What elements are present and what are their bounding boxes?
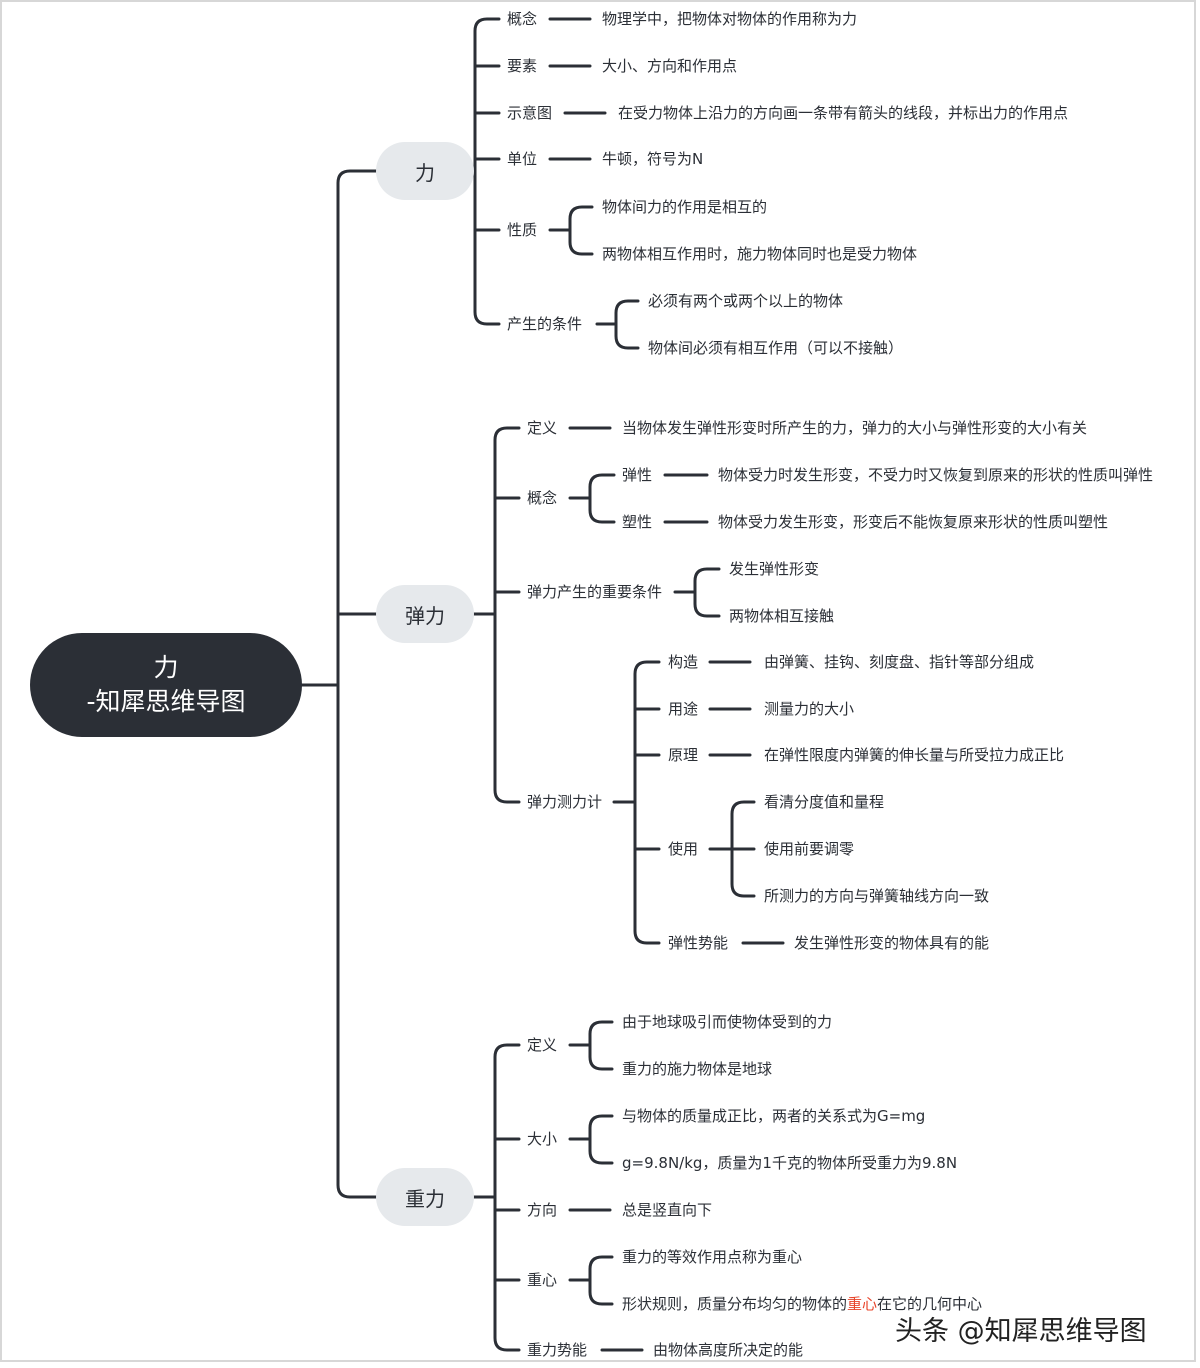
meter-label[interactable]: 弹力测力计 <box>527 793 603 811</box>
force-unit-text[interactable]: 牛顿，符号为N <box>602 150 704 168</box>
elasticity-text[interactable]: 物体受力时发生形变，不受力时又恢复到原来的形状的性质叫弹性 <box>718 466 1154 484</box>
gravity-trunk <box>493 1043 521 1352</box>
watermark: 头条 @知犀思维导图 <box>895 1316 1147 1347</box>
meter-usage-item[interactable]: 使用前要调零 <box>764 840 855 858</box>
force-elements-label[interactable]: 要素 <box>507 57 538 75</box>
meter-purpose-label[interactable]: 用途 <box>668 700 699 718</box>
elasticity-label[interactable]: 弹性 <box>622 466 653 484</box>
force-unit-label[interactable]: 单位 <box>507 150 538 168</box>
meter-principle-text[interactable]: 在弹性限度内弹簧的伸长量与所受拉力成正比 <box>764 746 1065 764</box>
elastic-conditions-label[interactable]: 弹力产生的重要条件 <box>527 583 663 601</box>
gravity-size-item[interactable]: 与物体的质量成正比，两者的关系式为G=mg <box>622 1107 926 1125</box>
meter-usage-item[interactable]: 所测力的方向与弹簧轴线方向一致 <box>764 887 990 905</box>
elastic-definition-label[interactable]: 定义 <box>527 419 558 437</box>
force-diagram-text[interactable]: 在受力物体上沿力的方向画一条带有箭头的线段，并标出力的作用点 <box>618 104 1069 122</box>
gravity-size-label[interactable]: 大小 <box>527 1130 558 1148</box>
meter-purpose-text[interactable]: 测量力的大小 <box>764 700 855 718</box>
root-trunk <box>336 169 378 1199</box>
force-concept-text[interactable]: 物理学中，把物体对物体的作用称为力 <box>602 10 858 28</box>
gravity-definition-label[interactable]: 定义 <box>527 1036 558 1054</box>
elastic-conditions-item[interactable]: 发生弹性形变 <box>729 560 820 578</box>
elastic-trunk <box>493 426 521 804</box>
meter-usage-item[interactable]: 看清分度值和量程 <box>764 793 885 811</box>
root-subtitle: -知犀思维导图 <box>86 687 246 716</box>
force-concept-label[interactable]: 概念 <box>507 10 538 28</box>
gravity-potential-text[interactable]: 由物体高度所决定的能 <box>653 1341 804 1359</box>
force-conditions-item[interactable]: 物体间必须有相互作用（可以不接触） <box>648 339 904 357</box>
plasticity-text[interactable]: 物体受力发生形变，形变后不能恢复原来形状的性质叫塑性 <box>718 513 1109 531</box>
elastic-definition-text[interactable]: 当物体发生弹性形变时所产生的力，弹力的大小与弹性形变的大小有关 <box>622 419 1088 437</box>
category-elastic[interactable]: 弹力 <box>376 585 474 643</box>
gravity-potential-label[interactable]: 重力势能 <box>527 1341 588 1359</box>
elastic-concept-label[interactable]: 概念 <box>527 489 558 507</box>
force-conditions-item[interactable]: 必须有两个或两个以上的物体 <box>648 292 844 310</box>
center-text-highlight: 重心 <box>847 1295 878 1313</box>
root-title: 力 <box>153 653 179 682</box>
meter-structure-label[interactable]: 构造 <box>668 653 699 671</box>
elastic-conditions-item[interactable]: 两物体相互接触 <box>729 607 835 625</box>
gravity-center-item[interactable]: 重力的等效作用点称为重心 <box>622 1248 803 1266</box>
meter-structure-text[interactable]: 由弹簧、挂钩、刻度盘、指针等部分组成 <box>764 653 1035 671</box>
force-trunk <box>473 17 501 326</box>
meter-potential-label[interactable]: 弹性势能 <box>668 934 729 952</box>
category-force[interactable]: 力 <box>376 142 474 200</box>
meter-principle-label[interactable]: 原理 <box>668 746 699 764</box>
gravity-direction-label[interactable]: 方向 <box>527 1201 558 1219</box>
gravity-definition-item[interactable]: 由于地球吸引而使物体受到的力 <box>622 1013 833 1031</box>
force-diagram-label[interactable]: 示意图 <box>507 104 553 122</box>
root-node[interactable]: 力 -知犀思维导图 <box>30 633 302 737</box>
force-nature-item[interactable]: 两物体相互作用时，施力物体同时也是受力物体 <box>602 245 918 263</box>
meter-potential-text[interactable]: 发生弹性形变的物体具有的能 <box>794 934 990 952</box>
center-text-before: 形状规则，质量分布均匀的物体的 <box>622 1295 848 1313</box>
gravity-center-label[interactable]: 重心 <box>527 1271 558 1289</box>
force-nature-label[interactable]: 性质 <box>507 221 538 239</box>
force-conditions-label[interactable]: 产生的条件 <box>507 315 583 333</box>
force-nature-item[interactable]: 物体间力的作用是相互的 <box>602 198 768 216</box>
gravity-direction-text[interactable]: 总是竖直向下 <box>622 1201 713 1219</box>
gravity-center-item-highlighted[interactable]: 形状规则，质量分布均匀的物体的重心在它的几何中心 <box>622 1294 982 1314</box>
plasticity-label[interactable]: 塑性 <box>622 513 653 531</box>
gravity-definition-item[interactable]: 重力的施力物体是地球 <box>622 1060 773 1078</box>
gravity-size-item[interactable]: g=9.8N/kg，质量为1千克的物体所受重力为9.8N <box>622 1154 958 1172</box>
meter-usage-label[interactable]: 使用 <box>668 840 699 858</box>
category-gravity[interactable]: 重力 <box>376 1168 474 1226</box>
force-elements-text[interactable]: 大小、方向和作用点 <box>602 57 738 75</box>
center-text-after: 在它的几何中心 <box>877 1295 983 1313</box>
